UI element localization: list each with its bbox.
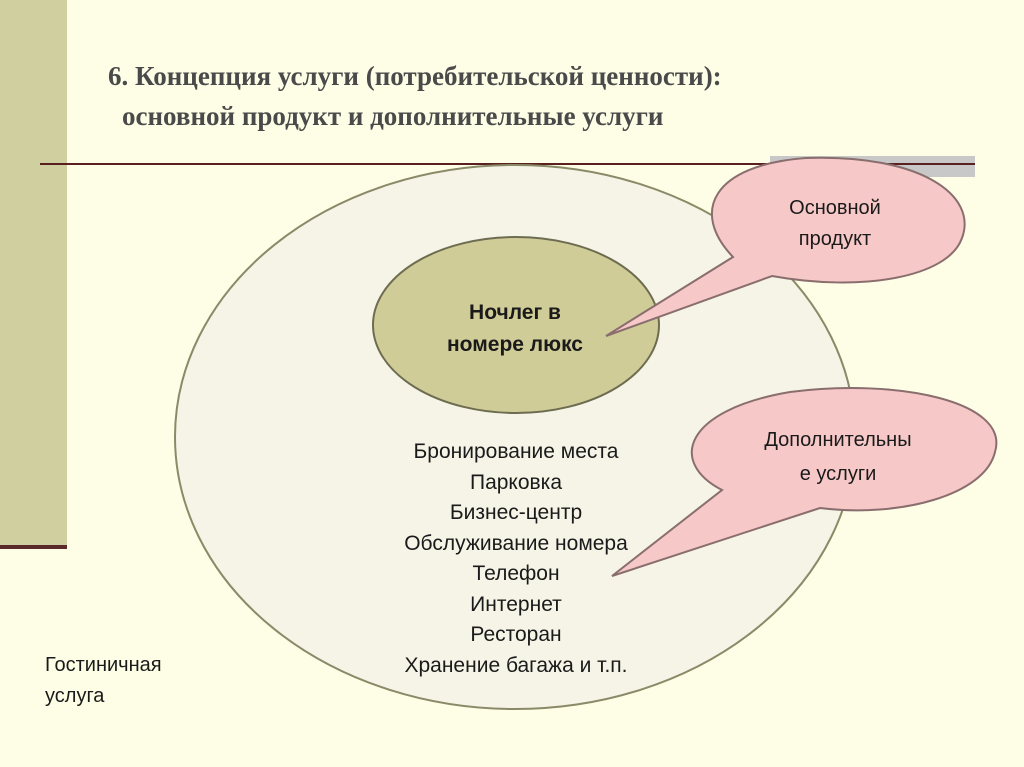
callout-additional-services-line-1: Дополнительны [764,429,912,451]
service-item: Интернет [470,592,562,616]
left-decor-underline [0,545,67,549]
callout-core-product-line-2: продукт [798,228,872,250]
service-item: Ресторан [470,623,562,646]
core-product-label: Ночлег в номере люкс [415,297,615,361]
core-product-label-line-2: номере люкс [447,333,583,356]
outer-circle-label-line-2: услуга [45,685,105,707]
callout-core-product-line-1: Основной [789,197,881,219]
additional-services-list: Бронирование места Парковка Бизнес-центр… [366,437,666,681]
slide-title: 6. Концепция услуги (потребительской цен… [108,56,988,136]
callout-additional-services [611,387,998,577]
core-product-circle [372,236,660,414]
callout-additional-services-text: Дополнительны е услуги [728,423,948,491]
left-decor-bar [0,0,67,547]
slide-title-line-1: 6. Концепция услуги (потребительской цен… [108,61,722,91]
service-item: Обслуживание номера [404,531,628,555]
outer-circle-label: Гостиничная услуга [45,650,162,712]
slide-title-line-2: основной продукт и дополнительные услуги [122,101,664,131]
service-item: Парковка [469,470,563,494]
outer-circle-label-line-1: Гостиничная [45,654,162,676]
title-rule [40,163,975,165]
service-item: Телефон [472,562,560,585]
service-item: Хранение багажа и т.п. [404,653,628,677]
callout-additional-services-line-2: е услуги [799,463,877,485]
core-product-label-line-1: Ночлег в [469,301,561,324]
service-item: Бизнес-центр [449,501,583,524]
callout-core-product-text: Основной продукт [740,193,930,255]
service-item: Бронирование места [413,440,619,463]
callout-core-product [605,156,966,337]
